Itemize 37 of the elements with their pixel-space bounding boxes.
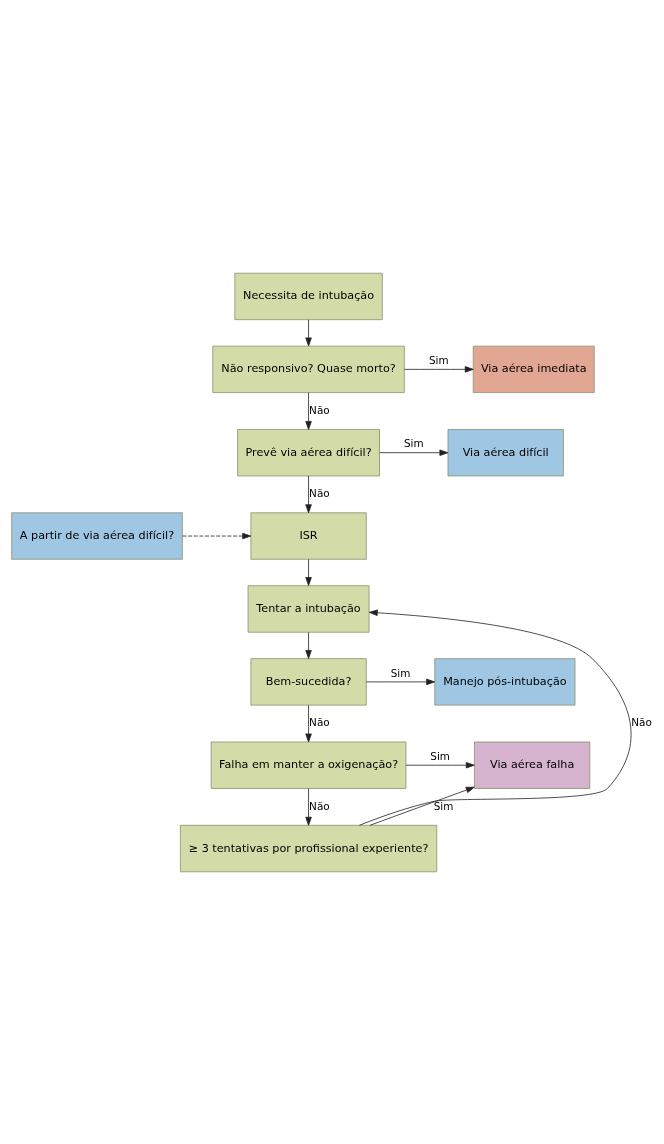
arrow xyxy=(379,449,449,456)
edge-label: Não xyxy=(309,715,330,728)
edge-label: Sim xyxy=(403,436,424,449)
node-box: ISR xyxy=(250,511,367,560)
arrow xyxy=(305,318,312,346)
arrow xyxy=(182,532,252,539)
node-box: Não responsivo? Quase morto? xyxy=(212,345,405,393)
node-box: Necessita de intubação xyxy=(234,272,383,320)
node-box: Prevê via aérea difícil? xyxy=(237,428,380,476)
arrow xyxy=(305,475,312,513)
node-box: Manejo pós-intubação xyxy=(434,657,576,705)
edge-label: Sim xyxy=(390,666,411,679)
node-box: A partir de via aérea difícil? xyxy=(11,511,183,560)
arrow xyxy=(305,787,312,826)
node-box: ≥ 3 tentativas por profissional experiente? xyxy=(179,824,438,872)
edge-label: Não xyxy=(309,403,330,416)
node-box: Via aérea falha xyxy=(474,741,591,789)
arrow xyxy=(366,678,435,685)
node-box: Via aérea difícil xyxy=(447,428,564,476)
edge-label: Não xyxy=(309,486,330,499)
arrow xyxy=(305,558,312,586)
edge-label: Sim xyxy=(433,799,454,812)
edge-label: Sim xyxy=(428,353,449,366)
node-box: Falha em manter a oxigenação? xyxy=(210,741,407,789)
arrow xyxy=(369,786,475,826)
edge-label: Não xyxy=(631,715,652,728)
node-box: Via aérea imediata xyxy=(472,345,595,393)
arrow xyxy=(305,631,312,659)
node-box: Bem-sucedida? xyxy=(250,657,367,705)
edge-label: Não xyxy=(309,799,330,812)
arrow xyxy=(305,391,312,430)
arrow xyxy=(305,704,312,742)
arrow xyxy=(358,609,632,826)
arrow xyxy=(404,365,474,373)
arrow xyxy=(405,761,475,768)
node-box: Tentar a intubação xyxy=(247,584,370,633)
edge-label: Sim xyxy=(430,749,450,762)
